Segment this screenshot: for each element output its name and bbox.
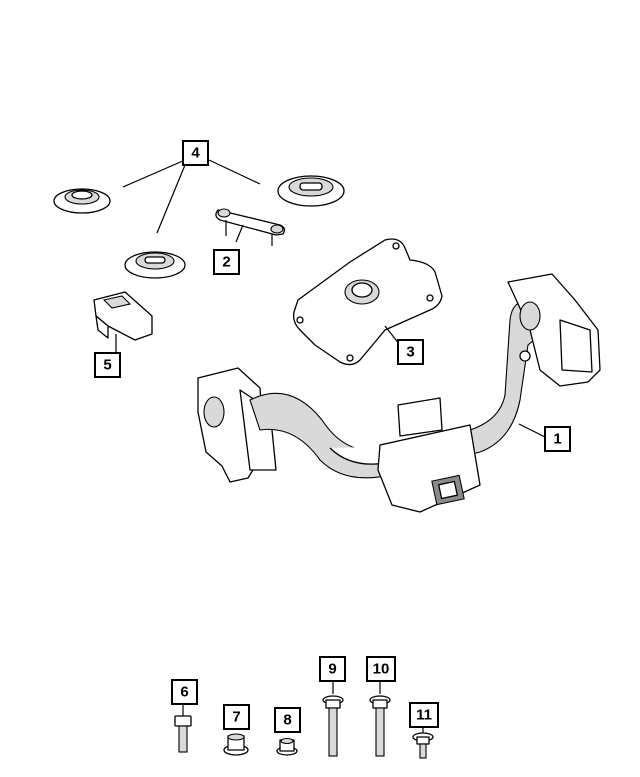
bolt-part-10 (369, 695, 391, 757)
callout-7: 7 (223, 704, 250, 730)
callout-8: 8 (274, 707, 301, 733)
callout-1-label: 1 (553, 431, 561, 448)
callout-11: 11 (409, 702, 439, 728)
callout-3: 3 (397, 339, 424, 365)
callout-5: 5 (94, 352, 121, 378)
bolt-part-11 (412, 732, 434, 759)
callout-3-label: 3 (406, 344, 414, 361)
plug-part-left (53, 188, 111, 214)
nut-part-7 (223, 733, 249, 756)
hitch-receiver-part (197, 273, 601, 513)
bolt-part-9 (322, 695, 344, 757)
callout-1: 1 (544, 426, 571, 452)
plug-part-center (124, 251, 186, 279)
callout-4: 4 (182, 140, 209, 166)
bracket-part (215, 208, 286, 246)
callout-9-label: 9 (328, 661, 336, 678)
callout-10: 10 (366, 656, 396, 682)
callout-6: 6 (171, 679, 198, 705)
callout-7-label: 7 (232, 709, 240, 726)
callout-2: 2 (213, 249, 240, 275)
callout-9: 9 (319, 656, 346, 682)
callout-4-label: 4 (191, 145, 200, 162)
nut-part-8 (276, 737, 298, 756)
callout-11-label: 11 (416, 707, 432, 724)
callout-10-label: 10 (373, 661, 390, 678)
callout-6-label: 6 (180, 684, 188, 701)
mount-part (93, 291, 153, 341)
plug-part-right (277, 175, 345, 207)
skid-plate-part (292, 238, 443, 366)
bolt-part-6 (174, 715, 192, 753)
callout-5-label: 5 (103, 357, 111, 374)
callout-2-label: 2 (222, 254, 230, 271)
callout-8-label: 8 (283, 712, 291, 729)
